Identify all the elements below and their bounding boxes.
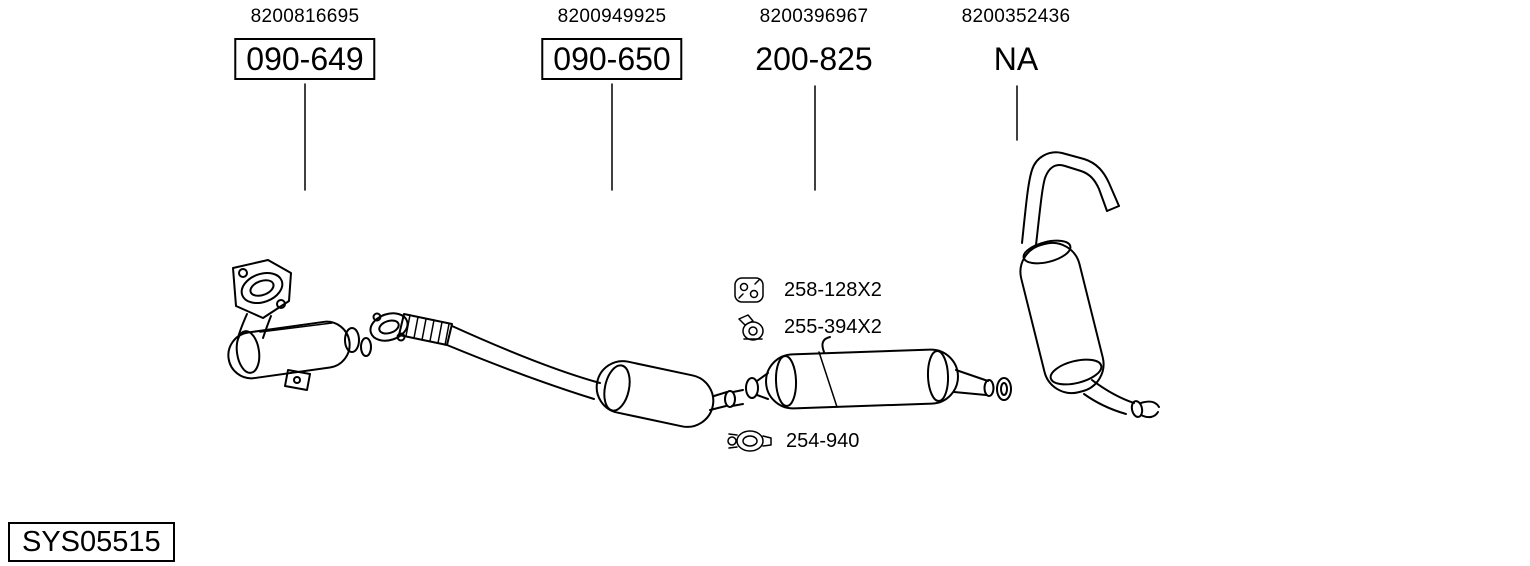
part-code: 090-650 xyxy=(541,38,683,80)
part-column-2: 8200949925 090-650 xyxy=(541,6,683,80)
accessory-label: 254-940 xyxy=(786,430,860,452)
oem-number: 8200396967 xyxy=(759,6,869,27)
exhaust-clamp-icon xyxy=(727,430,772,452)
system-code: SYS05515 xyxy=(8,522,175,562)
oem-number: 8200352436 xyxy=(961,6,1071,27)
part-column-1: 8200816695 090-649 xyxy=(234,6,376,80)
drawing-center-muffler xyxy=(745,336,995,410)
rubber-hanger-icon xyxy=(734,277,764,303)
accessory-label: 255-394X2 xyxy=(784,316,882,338)
pipe-hanger-icon xyxy=(738,314,764,341)
leader-lines xyxy=(304,83,1018,191)
drawing-rear-muffler xyxy=(996,151,1160,419)
drawing-center-pipe-catalyst xyxy=(369,312,744,428)
part-column-4: 8200352436 NA xyxy=(962,6,1071,80)
part-code: NA xyxy=(993,41,1039,77)
oem-number: 8200949925 xyxy=(557,6,667,27)
part-code: 090-649 xyxy=(234,38,376,80)
drawing-front-catalytic-converter xyxy=(227,259,372,391)
part-code: 200-825 xyxy=(755,41,873,77)
part-column-3: 8200396967 200-825 xyxy=(743,6,884,80)
accessory-label: 258-128X2 xyxy=(784,279,882,301)
oem-number: 8200816695 xyxy=(250,6,360,27)
